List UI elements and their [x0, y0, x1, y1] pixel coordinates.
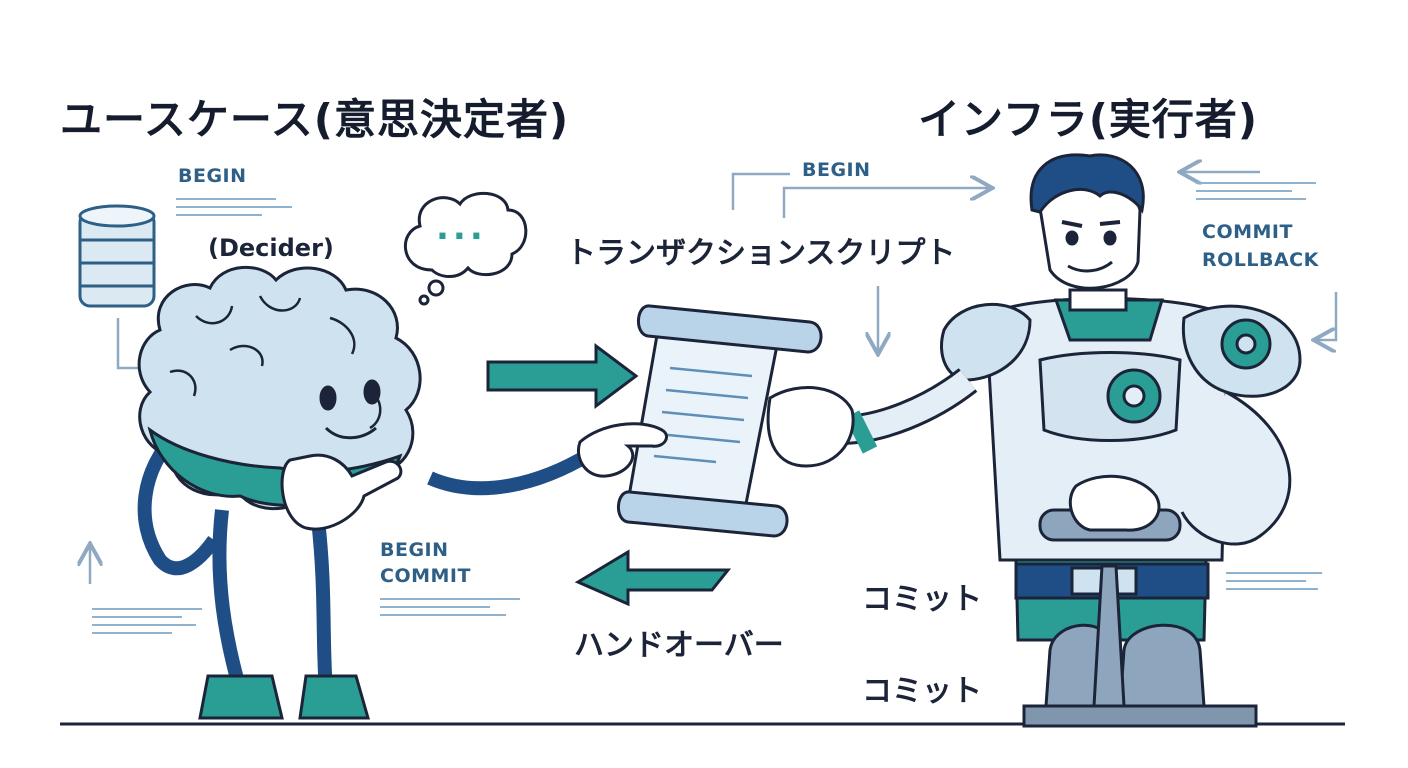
begin-tag-top: BEGIN [802, 159, 871, 181]
code-lines-left-top [176, 192, 292, 222]
code-lines-bottom-mid [380, 592, 520, 622]
begin-tag-bottom: BEGIN [380, 539, 449, 561]
rollback-tag-right: ROLLBACK [1202, 249, 1319, 271]
code-lines-right-mid [1226, 566, 1322, 596]
brain-character [137, 266, 668, 720]
code-lines-right-top [1196, 176, 1316, 206]
handover-label: ハンドオーバー [574, 628, 784, 663]
back-arrow [574, 549, 732, 607]
lever-machine [1022, 474, 1258, 728]
commit-label-upper: コミット [862, 582, 982, 617]
begin-flow-arrow-2 [782, 188, 990, 218]
scroll-document [617, 304, 823, 538]
commit-tag-right: COMMIT [1202, 221, 1293, 243]
hero-character [766, 153, 1302, 642]
code-lines-bottom-left [92, 602, 202, 640]
begin-flow-arrow [731, 172, 790, 210]
usecase-title: ユースケース(意思決定者) [60, 95, 570, 144]
transaction-script-label: トランザクションスクリプト [566, 236, 956, 271]
thought-bubble [404, 191, 528, 306]
forward-arrow [486, 343, 639, 409]
commit-tag-bottom: COMMIT [380, 565, 471, 587]
thought-dots: ... [436, 208, 487, 248]
commit-label-lower: コミット [862, 674, 982, 709]
database-icon [78, 204, 156, 308]
begin-tag-left: BEGIN [178, 165, 247, 187]
chest-gear-icon [1106, 368, 1162, 424]
infra-title: インフラ(実行者) [918, 95, 1259, 144]
shoulder-gear-icon [1220, 318, 1272, 370]
right-corner-arrow [1316, 292, 1338, 340]
decider-label: (Decider) [208, 234, 334, 262]
